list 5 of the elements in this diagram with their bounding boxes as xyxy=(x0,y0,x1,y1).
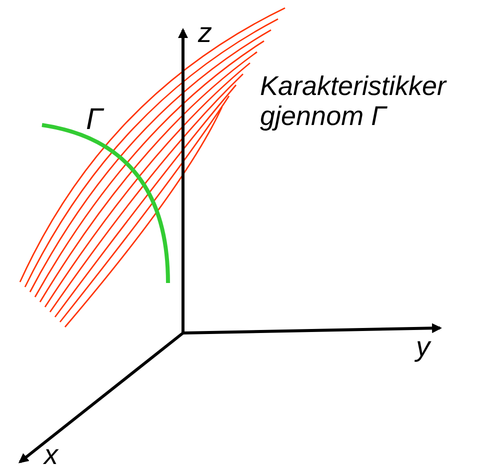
axis-label: y xyxy=(416,332,430,363)
axis-label: x xyxy=(44,440,58,471)
axis-label: z xyxy=(198,18,212,49)
curve-label: Γ xyxy=(86,103,104,136)
annotation-text: Karakteristikker gjennom Γ xyxy=(260,72,448,132)
